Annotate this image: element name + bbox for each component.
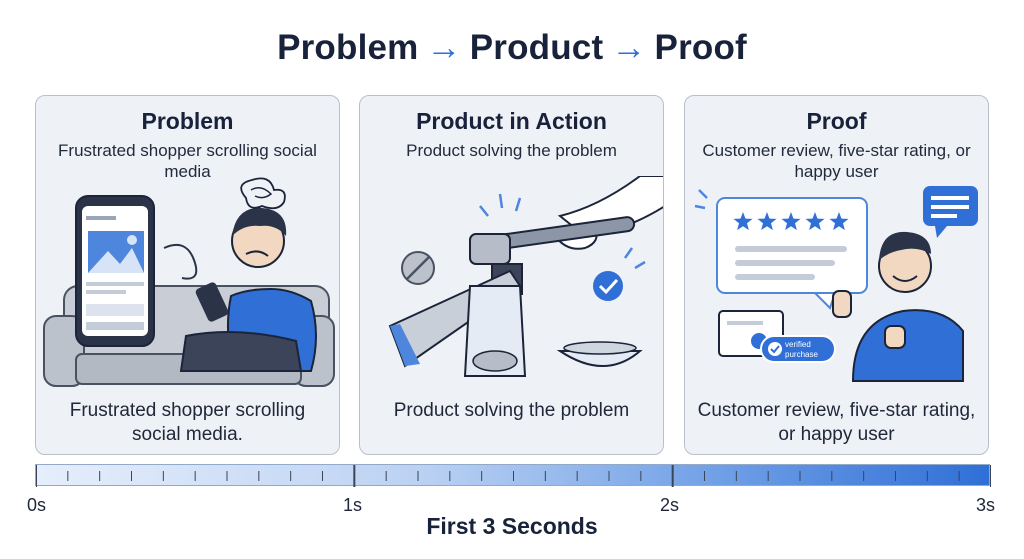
panel-title: Problem [141, 108, 234, 134]
timeline-label-1s: 1s [343, 495, 363, 515]
checkmark-icon [593, 271, 623, 301]
timeline-label-3s: 3s [976, 495, 996, 515]
chat-bubble-icon [923, 186, 978, 238]
star-icon [757, 212, 777, 231]
panel-subtitle: Product solving the problem [406, 141, 617, 160]
happy-user-icon [832, 231, 964, 382]
title-proof: Proof [654, 28, 747, 67]
blocked-icon [401, 251, 435, 285]
product-demo-illustration [388, 176, 663, 377]
title-product: Product [469, 28, 604, 67]
badge-line-1: verified [785, 340, 811, 349]
timeline-bar [35, 464, 991, 487]
star-rating-icon [733, 212, 849, 231]
timeline-title: First 3 Seconds [426, 513, 598, 539]
frustrated-shopper-illustration [43, 177, 335, 387]
panel-title: Product in Action [416, 108, 607, 134]
panel-caption: Frustrated shopper scrolling social medi… [69, 400, 306, 445]
timeline-label-0s: 0s [27, 495, 47, 515]
product-panel: Product in Action Product solving the pr… [359, 95, 664, 455]
page-title: Problem→Product→Proof [0, 28, 1024, 68]
verified-badge: verified purchase [760, 335, 836, 363]
proof-panel: Proof Customer review, five-star rating,… [684, 95, 989, 455]
star-icon [829, 212, 849, 231]
panel-caption: Product solving the problem [393, 400, 630, 421]
timeline-label-2s: 2s [660, 495, 680, 515]
title-problem: Problem [277, 28, 419, 67]
timeline-ticks [36, 465, 991, 487]
smartphone-icon [75, 195, 155, 347]
arrow-icon: → [611, 28, 647, 67]
panel-subtitle: Frustrated shopper scrolling social medi… [58, 141, 317, 181]
frustrated-person-icon [179, 177, 317, 372]
container-icon [463, 285, 527, 377]
panel-caption: Customer review, five-star rating, or ha… [697, 400, 976, 445]
badge-line-2: purchase [785, 350, 818, 359]
arrow-icon: → [426, 28, 462, 67]
proof-illustration: verified purchase [694, 186, 978, 382]
bowl-icon [556, 341, 643, 367]
panel-title: Proof [806, 108, 867, 134]
star-icon [805, 212, 825, 231]
star-icon [733, 212, 753, 231]
star-icon [781, 212, 801, 231]
problem-panel: Problem Frustrated shopper scrolling soc… [35, 95, 340, 455]
panel-subtitle: Customer review, five-star rating, or ha… [702, 141, 971, 181]
review-card [716, 197, 868, 310]
